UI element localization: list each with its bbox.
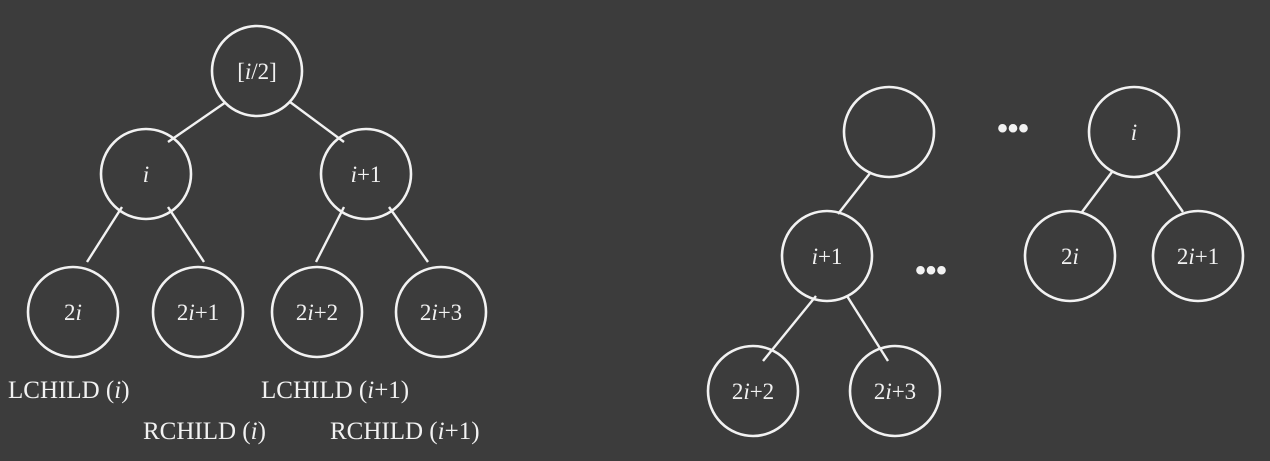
left-node-2i-label: 2i — [64, 300, 82, 325]
right-node-2i-plus-3-label: 2i+3 — [874, 379, 916, 404]
left-node-2i-plus-2-label: 2i+2 — [296, 300, 338, 325]
right-node-i-plus-1: i+1 — [780, 209, 874, 303]
left-tree-edges — [85, 101, 429, 263]
left-node-2i-plus-2: 2i+2 — [270, 265, 364, 359]
left-node-i-label: i — [143, 162, 149, 187]
left-node-2i-plus-3-label: 2i+3 — [420, 300, 462, 325]
right-node-2i-plus-2-label: 2i+2 — [732, 379, 774, 404]
right-node-i-label: i — [1131, 120, 1137, 145]
ellipsis-middle: ••• — [915, 254, 947, 287]
edge-i-2i — [1081, 171, 1113, 213]
edge-blank-i1 — [837, 171, 872, 215]
caption-lchild-i: LCHILD (i) — [8, 377, 130, 404]
right-node-i: i — [1087, 85, 1181, 179]
right-node-2i-plus-1: 2i+1 — [1151, 209, 1245, 303]
right-node-2i-plus-2: 2i+2 — [706, 344, 800, 438]
right-tree-edges — [762, 171, 1184, 362]
caption-lchild-i-plus-1: LCHILD (i+1) — [261, 377, 409, 404]
edge-i-2i1 — [166, 206, 206, 263]
left-node-2i-plus-1-label: 2i+1 — [177, 300, 219, 325]
edge-i-2i — [85, 206, 124, 263]
left-node-i: i — [99, 127, 193, 221]
left-node-root: [i/2] — [210, 24, 304, 118]
edge-i1-2i2 — [762, 295, 817, 362]
edge-i1-2i2 — [314, 206, 346, 263]
edge-root-i — [167, 101, 227, 143]
right-node-blank — [842, 85, 936, 179]
edge-i1-2i3 — [845, 295, 890, 362]
left-node-2i-plus-1: 2i+1 — [151, 265, 245, 359]
right-node-2i-plus-1-label: 2i+1 — [1177, 244, 1219, 269]
ellipsis-top: ••• — [997, 112, 1029, 145]
left-node-i-plus-1-label: i+1 — [351, 162, 382, 187]
right-node-i-plus-1-label: i+1 — [812, 244, 843, 269]
caption-rchild-i-plus-1: RCHILD (i+1) — [330, 418, 480, 445]
left-node-2i: 2i — [26, 265, 120, 359]
right-node-2i: 2i — [1023, 209, 1117, 303]
edge-root-i1 — [289, 101, 345, 143]
right-node-2i-plus-3: 2i+3 — [848, 344, 942, 438]
caption-rchild-i: RCHILD (i) — [143, 418, 266, 445]
edge-i1-2i3 — [388, 206, 429, 263]
edge-i-2i1 — [1154, 171, 1184, 213]
left-node-root-label: [i/2] — [237, 59, 277, 84]
left-node-i-plus-1: i+1 — [319, 127, 413, 221]
right-node-2i-label: 2i — [1061, 244, 1079, 269]
left-node-2i-plus-3: 2i+3 — [394, 265, 488, 359]
